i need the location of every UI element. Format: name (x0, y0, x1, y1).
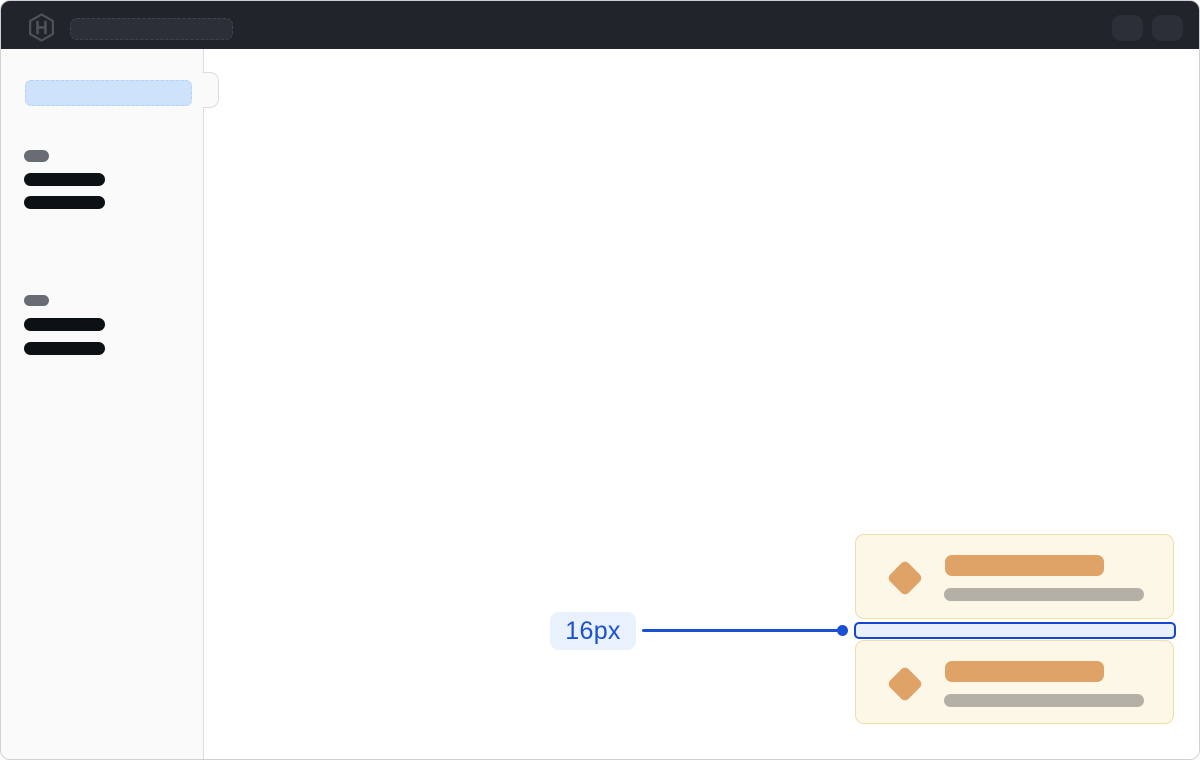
sidebar-group-label-skeleton (24, 150, 49, 162)
card-subtitle-skeleton (944, 588, 1144, 601)
card-title-skeleton (945, 661, 1104, 682)
card-title-skeleton (945, 555, 1104, 576)
sidebar-item-skeleton[interactable] (24, 173, 105, 186)
annotation-dot (837, 625, 848, 636)
topbar-action-button-skeleton[interactable] (1112, 15, 1143, 41)
spacing-highlight (854, 622, 1176, 639)
sidebar-toggle-handle[interactable] (203, 72, 219, 108)
diamond-icon (886, 665, 924, 703)
sidebar (1, 49, 204, 759)
diamond-icon (886, 559, 924, 597)
card-subtitle-skeleton (944, 694, 1144, 707)
hashicorp-logo-icon (29, 13, 54, 42)
sidebar-item-skeleton[interactable] (24, 318, 105, 331)
top-navbar (1, 1, 1199, 49)
topbar-action-button-skeleton[interactable] (1152, 15, 1183, 41)
spacing-label: 16px (550, 612, 636, 650)
card (855, 534, 1174, 619)
sidebar-group-label-skeleton (24, 295, 49, 306)
topbar-search-skeleton[interactable] (70, 18, 233, 40)
sidebar-active-item-skeleton[interactable] (25, 80, 192, 106)
annotation-line (642, 629, 840, 632)
card (855, 640, 1174, 724)
sidebar-item-skeleton[interactable] (24, 342, 105, 355)
sidebar-item-skeleton[interactable] (24, 196, 105, 209)
